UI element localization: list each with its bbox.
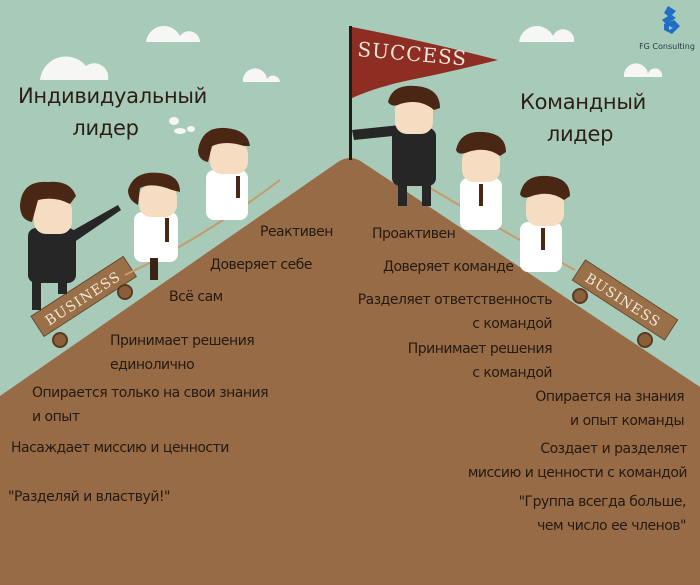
cloud-icon xyxy=(40,26,663,82)
team-figure-right-2 xyxy=(520,175,570,272)
sweat-drops-icon xyxy=(169,117,195,134)
fg-logo-icon xyxy=(662,6,680,34)
leader-figure-right-boss xyxy=(352,85,440,206)
heading-line: лидер xyxy=(546,122,614,146)
leader-figure-left-boss xyxy=(20,181,121,310)
left-trait: Реактивен xyxy=(260,224,333,240)
left-trait: Доверяет себе xyxy=(210,257,312,273)
right-trait: Доверяет команде xyxy=(383,259,514,275)
right-trait: Проактивен xyxy=(372,226,456,242)
individual-leader-heading: Индивидуальный лидер xyxy=(18,80,208,144)
team-leader-heading: Командный лидер xyxy=(520,86,646,150)
team-figure-left-1 xyxy=(128,172,180,280)
mountain xyxy=(0,158,700,585)
success-flag xyxy=(352,27,498,98)
heading-line: Командный xyxy=(520,90,646,114)
left-trait: Насаждает миссию и ценности xyxy=(11,440,229,456)
company-logo: FG Consulting xyxy=(639,6,700,51)
team-figure-left-2 xyxy=(198,127,250,220)
right-trait: "Группа всегда больше,чем число ее члено… xyxy=(518,494,687,534)
heading-line: лидер xyxy=(72,116,139,140)
heading-line: Индивидуальный xyxy=(18,84,208,108)
team-figure-right-1 xyxy=(456,131,506,230)
left-trait: Всё сам xyxy=(169,289,223,305)
logo-text: FG Consulting xyxy=(639,42,695,51)
left-trait: "Разделяй и властвуй!" xyxy=(8,489,170,505)
